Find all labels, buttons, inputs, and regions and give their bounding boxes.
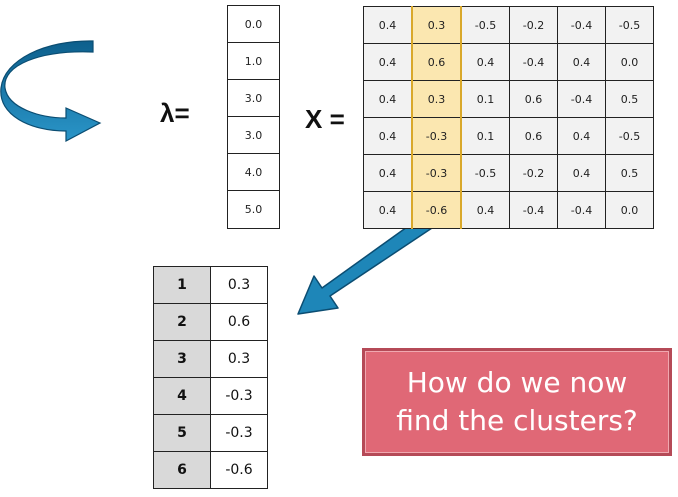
row-index: 6: [153, 451, 211, 489]
row-index: 2: [153, 303, 211, 341]
lambda-cell: 3.0: [228, 117, 279, 154]
lambda-cell: 3.0: [228, 80, 279, 117]
table-row: 6-0.6: [153, 451, 268, 489]
matrix-cell-highlighted: -0.6: [411, 191, 462, 229]
row-index: 4: [153, 377, 211, 415]
matrix-cell: -0.5: [460, 6, 510, 44]
matrix-cell-highlighted: -0.3: [411, 154, 462, 192]
lambda-cell: 1.0: [228, 43, 279, 80]
matrix-cell: -0.5: [605, 117, 654, 155]
matrix-cell: -0.4: [509, 191, 558, 229]
matrix-cell-highlighted: 0.3: [411, 80, 462, 118]
rotate-arrow-icon: [0, 40, 102, 142]
matrix-cell: -0.4: [509, 43, 558, 81]
matrix-cell: -0.2: [509, 6, 558, 44]
row-value: 0.3: [210, 340, 268, 378]
callout-line-2: find the clusters?: [396, 404, 638, 437]
matrix-cell: 0.4: [363, 43, 413, 81]
matrix-cell: 0.5: [605, 80, 654, 118]
matrix-cell: 0.4: [363, 80, 413, 118]
matrix-cell: 0.4: [557, 117, 606, 155]
x-matrix-label: X =: [305, 104, 345, 134]
matrix-cell: -0.5: [460, 154, 510, 192]
matrix-cell: 0.6: [509, 80, 558, 118]
matrix-cell: 0.4: [363, 117, 413, 155]
matrix-cell: 0.6: [509, 117, 558, 155]
matrix-cell: 0.4: [363, 6, 413, 44]
lambda-cell: 4.0: [228, 154, 279, 191]
matrix-cell: 0.0: [605, 43, 654, 81]
row-index: 5: [153, 414, 211, 452]
matrix-cell-highlighted: 0.6: [411, 43, 462, 81]
lambda-label: λ=: [160, 98, 190, 128]
matrix-cell: 0.5: [605, 154, 654, 192]
matrix-cell: -0.5: [605, 6, 654, 44]
matrix-cell: -0.4: [557, 6, 606, 44]
table-row: 4-0.3: [153, 377, 268, 415]
row-value: 0.3: [210, 266, 268, 304]
row-value: -0.6: [210, 451, 268, 489]
matrix-cell: 0.1: [460, 117, 510, 155]
lambda-cell: 0.0: [228, 6, 279, 43]
row-index: 1: [153, 266, 211, 304]
matrix-cell: -0.4: [557, 80, 606, 118]
row-index: 3: [153, 340, 211, 378]
row-value: -0.3: [210, 377, 268, 415]
question-callout: How do we now find the clusters?: [362, 348, 672, 456]
row-value: -0.3: [210, 414, 268, 452]
matrix-cell: 0.4: [460, 43, 510, 81]
matrix-cell: 0.4: [557, 154, 606, 192]
matrix-cell: 0.4: [557, 43, 606, 81]
callout-line-1: How do we now: [406, 366, 628, 399]
matrix-cell: 0.1: [460, 80, 510, 118]
matrix-cell: 0.0: [605, 191, 654, 229]
matrix-cell-highlighted: 0.3: [411, 6, 462, 44]
matrix-cell: -0.4: [557, 191, 606, 229]
row-value: 0.6: [210, 303, 268, 341]
matrix-cell: -0.2: [509, 154, 558, 192]
lambda-cell: 5.0: [244, 203, 263, 216]
matrix-cell: 0.4: [363, 154, 413, 192]
matrix-cell-highlighted: -0.3: [411, 117, 462, 155]
table-row: 5-0.3: [153, 414, 268, 452]
matrix-cell: 0.4: [460, 191, 510, 229]
matrix-cell: 0.4: [363, 191, 413, 229]
